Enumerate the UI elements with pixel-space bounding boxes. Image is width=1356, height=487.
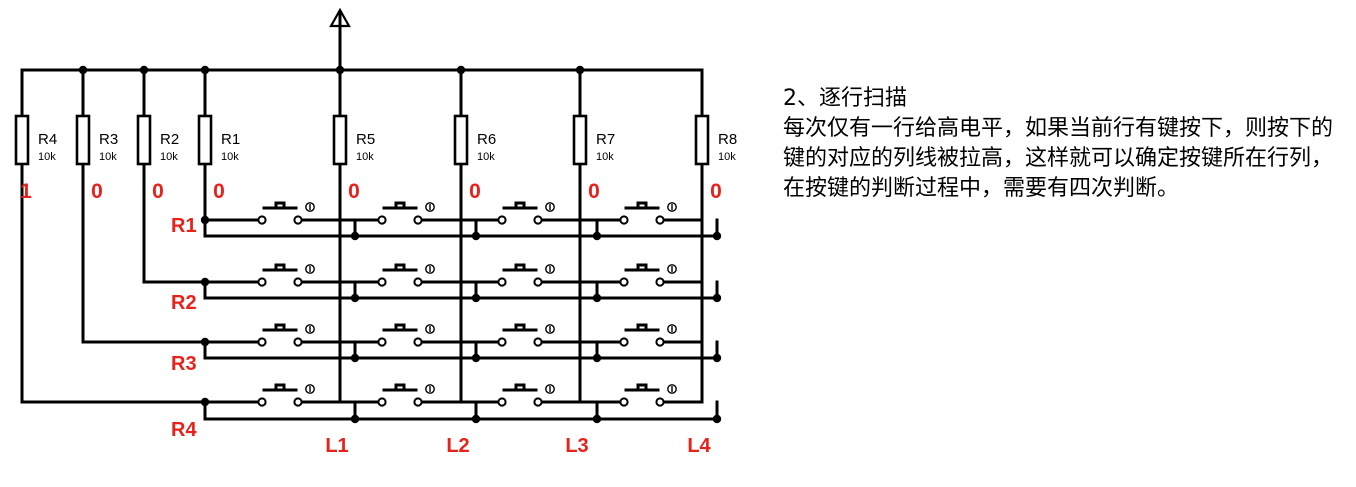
resistor-name: R4 xyxy=(38,131,57,148)
circuit-wires xyxy=(20,7,722,424)
logic-level: 0 xyxy=(348,180,360,203)
switch-terminal xyxy=(293,337,303,347)
logic-level: 0 xyxy=(710,180,722,203)
row-label: R2 xyxy=(171,292,197,314)
switch-terminal xyxy=(655,337,665,347)
resistor-body xyxy=(75,114,91,166)
resistor-value: 10k xyxy=(596,151,614,163)
logic-level: 0 xyxy=(588,180,600,203)
switch-terminal xyxy=(533,337,543,347)
logic-level: 1 xyxy=(20,180,32,203)
resistor-body xyxy=(332,114,348,166)
switch-terminal xyxy=(497,277,507,287)
switch-terminal xyxy=(655,277,665,287)
switch-terminal xyxy=(497,337,507,347)
switch-terminal xyxy=(533,397,543,407)
resistor-body xyxy=(197,114,213,166)
logic-level: 0 xyxy=(152,180,164,203)
row-label: R4 xyxy=(171,419,197,441)
switch-terminal xyxy=(413,397,423,407)
resistor-body xyxy=(136,114,152,166)
switch-terminal xyxy=(413,215,423,225)
switch-terminal xyxy=(293,397,303,407)
switch-terminal xyxy=(257,337,267,347)
logic-level: 0 xyxy=(91,180,103,203)
resistor-body xyxy=(694,114,710,166)
resistor-value: 10k xyxy=(38,151,56,163)
switch-terminal xyxy=(377,397,387,407)
switch-terminal xyxy=(619,397,629,407)
column-label: L3 xyxy=(565,435,588,457)
resistor-value: 10k xyxy=(221,151,239,163)
switch-terminal xyxy=(293,215,303,225)
switch-terminal xyxy=(257,277,267,287)
switch-terminal xyxy=(257,215,267,225)
switch-terminal xyxy=(293,277,303,287)
resistor-name: R2 xyxy=(160,131,179,148)
resistor-name: R3 xyxy=(99,131,118,148)
resistor-value: 10k xyxy=(160,151,178,163)
switch-terminal xyxy=(497,397,507,407)
resistor-name: R7 xyxy=(596,131,615,148)
resistor-body xyxy=(453,114,469,166)
resistor-value: 10k xyxy=(99,151,117,163)
resistor-name: R1 xyxy=(221,131,240,148)
keypad-matrix-diagram: R410k1R310k0R210k0R110k0R510k0R610k0R710… xyxy=(14,7,737,457)
switch-terminal xyxy=(655,215,665,225)
switch-terminal xyxy=(377,215,387,225)
resistor-body xyxy=(14,114,30,166)
resistor-value: 10k xyxy=(356,151,374,163)
switch-terminal xyxy=(257,397,267,407)
resistor-value: 10k xyxy=(718,151,736,163)
column-label: L2 xyxy=(446,435,469,457)
resistor-body xyxy=(572,114,588,166)
column-label: L1 xyxy=(325,435,348,457)
resistor-name: R6 xyxy=(477,131,496,148)
switch-terminal xyxy=(413,277,423,287)
circuit-components xyxy=(14,114,710,407)
switch-terminal xyxy=(413,337,423,347)
column-label: L4 xyxy=(687,435,711,457)
logic-level: 0 xyxy=(213,180,225,203)
description-body: 每次仅有一行给高电平，如果当前行有键按下，则按下的键的对应的列线被拉高，这样就可… xyxy=(783,116,1334,201)
description-text: 2、逐行扫描 每次仅有一行给高电平，如果当前行有键按下，则按下的键的对应的列线被… xyxy=(783,84,1343,204)
switch-terminal xyxy=(377,337,387,347)
switch-terminal xyxy=(619,277,629,287)
switch-terminal xyxy=(533,277,543,287)
switch-terminal xyxy=(619,337,629,347)
resistor-name: R8 xyxy=(718,131,737,148)
switch-terminal xyxy=(619,215,629,225)
switch-terminal xyxy=(655,397,665,407)
row-label: R3 xyxy=(171,353,197,375)
switch-terminal xyxy=(497,215,507,225)
switch-terminal xyxy=(533,215,543,225)
logic-level: 0 xyxy=(469,180,481,203)
description-title: 2、逐行扫描 xyxy=(783,86,907,111)
resistor-value: 10k xyxy=(477,151,495,163)
switch-terminal xyxy=(377,277,387,287)
row-label: R1 xyxy=(171,215,197,237)
circuit-labels: R410k1R310k0R210k0R110k0R510k0R610k0R710… xyxy=(20,131,737,457)
resistor-name: R5 xyxy=(356,131,375,148)
